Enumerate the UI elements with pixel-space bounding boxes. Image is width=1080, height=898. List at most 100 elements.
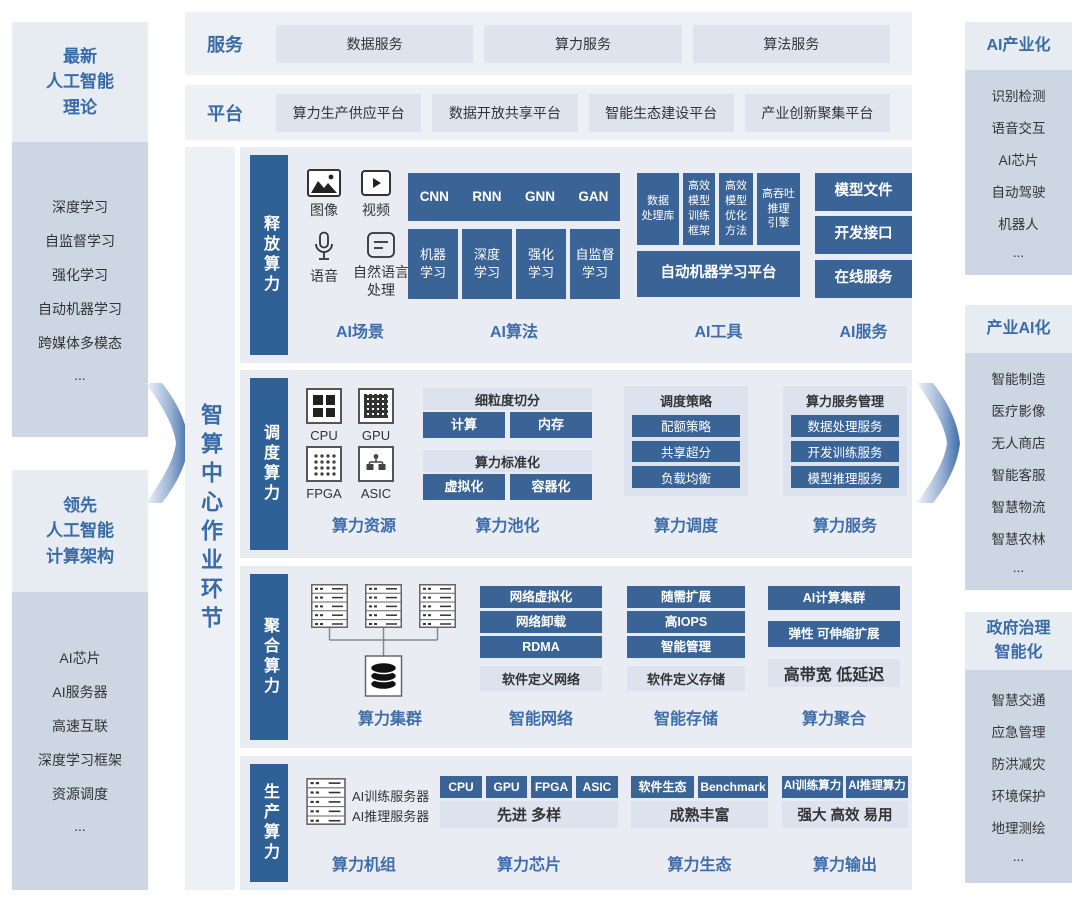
algo-models-bar: CNN RNN GNN GAN	[408, 173, 620, 221]
panel-ai-architecture-body: AI芯片 AI服务器 高速互联 深度学习框架 资源调度 ...	[12, 592, 148, 890]
panel-ai-theory-body: 深度学习 自监督学习 强化学习 自动机器学习 跨媒体多模态 ...	[12, 142, 148, 437]
storage-box: 随需扩展	[627, 586, 745, 608]
caption-ai-scenes: AI场景	[335, 324, 384, 341]
platform-item: 智能生态建设平台	[588, 93, 734, 132]
video-icon	[361, 170, 391, 196]
ai-service-box: 开发接口	[815, 216, 912, 254]
chips-light-bar: 先进 多样	[440, 801, 618, 828]
section-aggregate-bar: 聚合算力	[250, 574, 288, 740]
aggregation-box: 弹性 可伸缩扩展	[768, 621, 900, 647]
list-item: 智能制造	[991, 372, 1046, 387]
list-item: ...	[1012, 245, 1025, 260]
section-produce-compute: 生产算力 AI训练服务器 AI推理服务器 算力机组 CPU GPU FPGA A…	[240, 756, 912, 890]
compute-service-box: 开发训练服务	[791, 440, 899, 463]
list-item: 高速互联	[52, 718, 108, 734]
list-item: AI服务器	[52, 684, 108, 700]
scheduling-group: 调度策略 配额策略 共享超分 负载均衡	[624, 386, 748, 496]
ai-service-box: 在线服务	[815, 260, 912, 298]
caption-ai-services: AI服务	[839, 324, 888, 341]
section-aggregate-compute: 聚合算力 算力集群 网络虚拟化 网络卸载 RDMA 软件定义网络 智能网络 随需…	[240, 566, 912, 748]
chip-box: GPU	[486, 776, 527, 798]
pooling-header-2: 算力标准化	[423, 450, 592, 472]
panel-title: 领先 人工智能 计算架构	[46, 495, 114, 566]
list-item: 地理测绘	[991, 821, 1046, 836]
storage-box: 高IOPS	[627, 611, 745, 633]
storage-light-box: 软件定义存储	[627, 666, 745, 691]
caption-compute-units: 算力机组	[331, 857, 396, 874]
algo-box: 机器 学习	[408, 229, 458, 299]
algo-box: 强化 学习	[516, 229, 566, 299]
list-item: ...	[1012, 849, 1025, 864]
panel-ai-industrialization-header: AI产业化	[965, 22, 1072, 70]
list-item: 智能客服	[991, 468, 1046, 483]
chip-cpu: CPU	[302, 388, 346, 445]
network-box: 网络卸载	[480, 611, 602, 633]
section-label: 调度算力	[261, 424, 278, 504]
list-item: 语音交互	[991, 121, 1046, 136]
compute-service-box: 模型推理服务	[791, 466, 899, 488]
platform-item: 数据开放共享平台	[432, 93, 578, 132]
algo-model: GAN	[578, 188, 609, 204]
list-item: 无人商店	[991, 436, 1046, 451]
center-strip-label: 智算中心作业环节	[198, 402, 223, 635]
service-item: 算法服务	[692, 24, 890, 63]
panel-gov-intelligence: 政府治理 智能化 智慧交通 应急管理 防洪减灾 环境保护 地理测绘 ...	[965, 612, 1072, 883]
compute-cluster-icon	[311, 584, 456, 697]
pooling-box: 虚拟化	[423, 474, 505, 500]
service-item: 数据服务	[276, 24, 474, 63]
panel-ai-architecture-header: 领先 人工智能 计算架构	[12, 470, 148, 592]
panel-ai-industrialization: AI产业化 识别检测 语音交互 AI芯片 自动驾驶 机器人 ...	[965, 22, 1072, 275]
compute-service-group: 算力服务管理 数据处理服务 开发训练服务 模型推理服务	[783, 386, 907, 496]
list-item: 自监督学习	[45, 232, 115, 249]
storage-box: 智能管理	[627, 636, 745, 658]
list-item: 智慧交通	[991, 693, 1046, 708]
list-item: 深度学习	[52, 198, 108, 215]
ecosystem-box: Benchmark	[698, 776, 768, 798]
pooling-box: 计算	[423, 412, 505, 438]
scene-nlp: 自然语言 处理	[344, 231, 418, 299]
algo-model: GNN	[524, 188, 555, 204]
section-label: 聚合算力	[261, 617, 278, 697]
algo-box: 深度 学习	[462, 229, 512, 299]
section-schedule-compute: 调度算力 CPU GPU FPGA ASIC 算	[240, 370, 912, 558]
chip-label: CPU	[310, 428, 338, 443]
caption-compute-scheduling: 算力调度	[653, 518, 718, 535]
chip-label: GPU	[361, 428, 391, 443]
chip-box: CPU	[440, 776, 482, 798]
scene-image: 图像	[298, 169, 350, 219]
chip-box: ASIC	[576, 776, 618, 798]
chip-asic: ASIC	[354, 446, 398, 503]
scheduling-box: 共享超分	[632, 440, 740, 463]
chip-label: ASIC	[360, 486, 392, 501]
panel-industry-ai: 产业AI化 智能制造 医疗影像 无人商店 智能客服 智慧物流 智慧农林 ...	[965, 305, 1072, 590]
tool-box: 数据 处理库	[637, 173, 679, 245]
panel-gov-intelligence-body: 智慧交通 应急管理 防洪减灾 环境保护 地理测绘 ...	[965, 670, 1072, 883]
caption-compute-output: 算力输出	[812, 857, 877, 874]
ecosystem-light-bar: 成熟丰富	[631, 801, 768, 828]
list-item: 跨媒体多模态	[38, 334, 122, 351]
scene-nlp-label: 自然语言 处理	[353, 264, 409, 299]
panel-ai-industrialization-body: 识别检测 语音交互 AI芯片 自动驾驶 机器人 ...	[965, 70, 1072, 275]
network-box: 网络虚拟化	[480, 586, 602, 608]
panel-industry-ai-body: 智能制造 医疗影像 无人商店 智能客服 智慧物流 智慧农林 ...	[965, 353, 1072, 590]
output-box: AI训练算力	[782, 776, 843, 798]
server-line: AI推理服务器	[352, 809, 430, 824]
output-box: AI推理算力	[846, 776, 908, 798]
scene-voice: 语音	[298, 231, 350, 285]
platform-item: 算力生产供应平台	[276, 93, 422, 132]
caption-compute-ecosystem: 算力生态	[667, 857, 732, 874]
panel-ai-theory: 最新 人工智能 理论 深度学习 自监督学习 强化学习 自动机器学习 跨媒体多模态…	[12, 22, 148, 437]
list-item: AI芯片	[998, 153, 1039, 168]
scene-video-label: 视频	[362, 202, 390, 218]
list-item: 识别检测	[991, 89, 1046, 104]
scene-voice-label: 语音	[310, 268, 338, 284]
pooling-box: 内存	[510, 412, 592, 438]
service-row-label: 服务	[207, 34, 243, 55]
caption-compute-cluster: 算力集群	[357, 711, 422, 728]
panel-industry-ai-header: 产业AI化	[965, 305, 1072, 353]
caption-ai-tools: AI工具	[694, 324, 743, 341]
panel-title: AI产业化	[986, 37, 1051, 54]
service-row: 服务 数据服务 算力服务 算法服务	[185, 12, 912, 75]
chip-gpu: GPU	[354, 388, 398, 445]
fpga-icon	[306, 446, 342, 482]
